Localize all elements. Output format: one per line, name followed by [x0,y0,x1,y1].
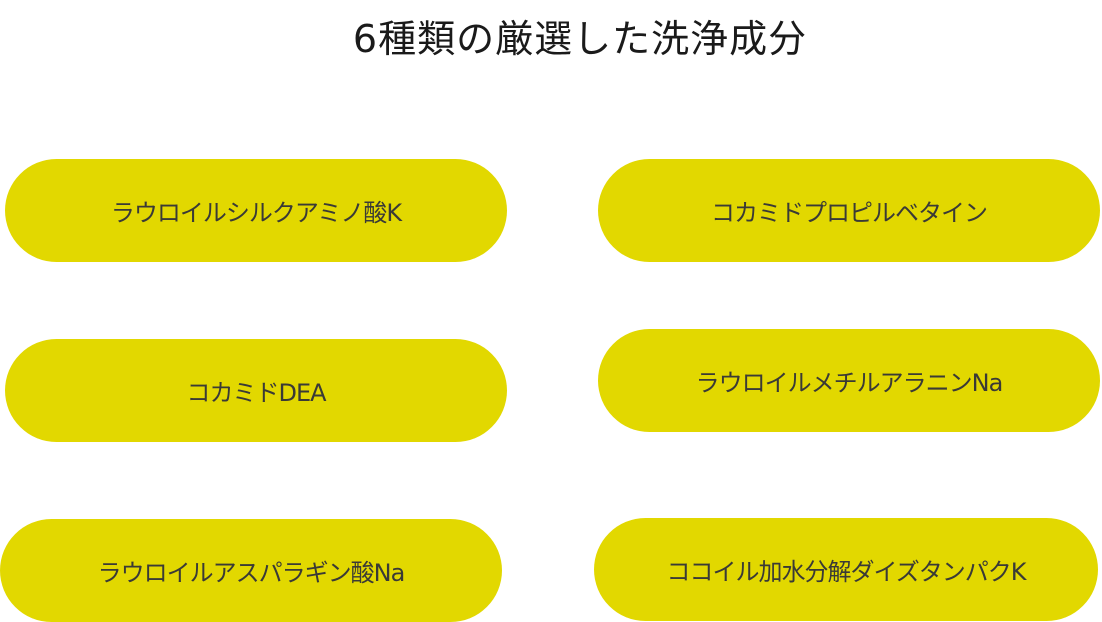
page-title: 6種類の厳選した洗浄成分 [352,17,808,61]
ingredient-pill-4: ラウロイルメチルアラニンNa [598,329,1100,432]
ingredient-pill-2: コカミドプロピルベタイン [598,159,1100,262]
ingredient-pill-1: ラウロイルシルクアミノ酸K [5,159,507,262]
ingredient-pill-6: ココイル加水分解ダイズタンパクK [594,518,1098,621]
ingredient-pill-5: ラウロイルアスパラギン酸Na [0,519,502,622]
ingredient-pill-3: コカミドDEA [5,339,507,442]
